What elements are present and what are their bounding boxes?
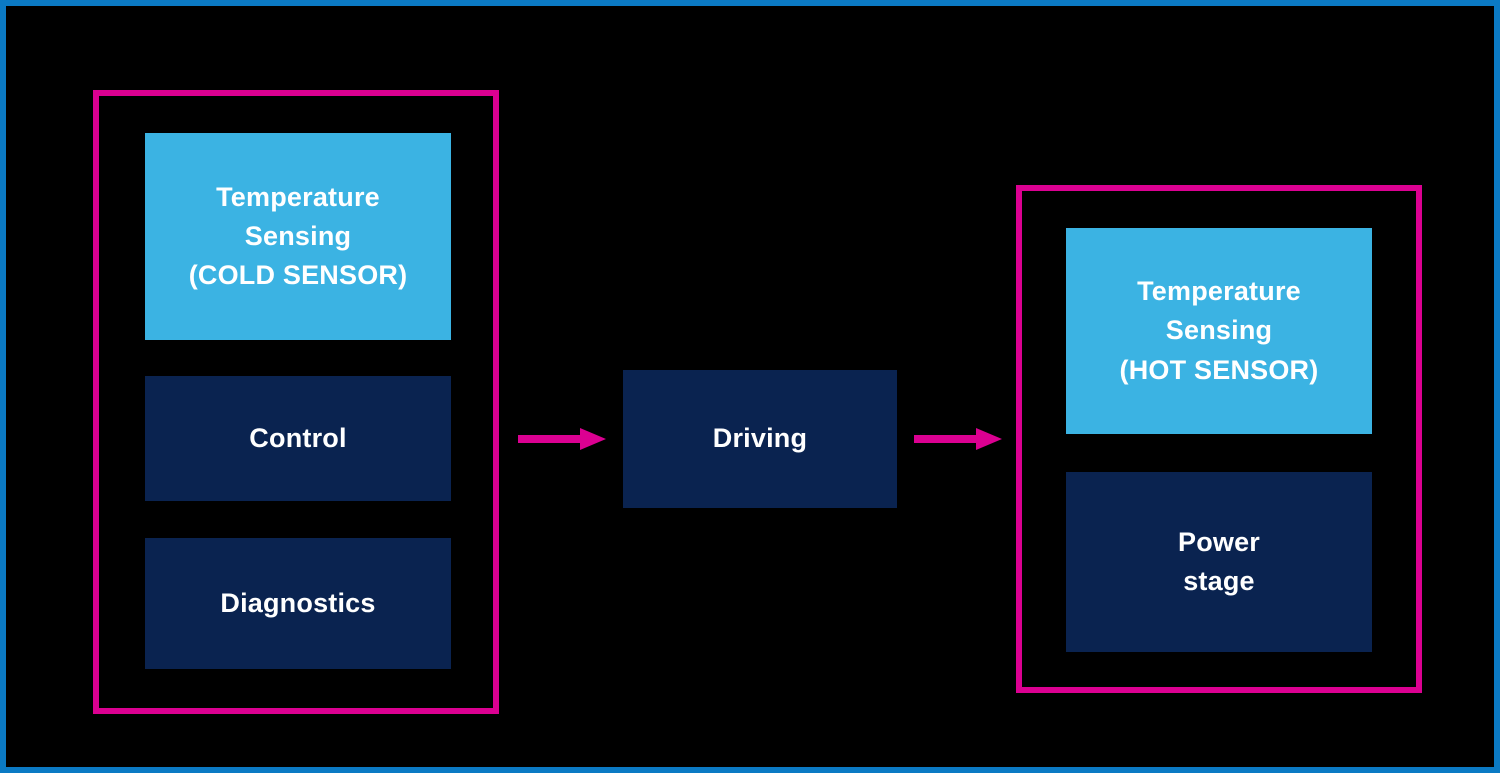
block-hot-sensor: Temperature Sensing (HOT SENSOR) <box>1066 228 1372 434</box>
block-power-stage: Power stage <box>1066 472 1372 652</box>
hot-side-group <box>1016 185 1422 693</box>
cold-side-group <box>93 90 499 714</box>
arrow-driving-to-right-icon <box>914 428 1002 450</box>
block-cold-sensor: Temperature Sensing (COLD SENSOR) <box>145 133 451 340</box>
block-diagnostics: Diagnostics <box>145 538 451 669</box>
arrow-left-to-driving-icon <box>518 428 606 450</box>
block-control: Control <box>145 376 451 501</box>
block-driving: Driving <box>623 370 897 508</box>
